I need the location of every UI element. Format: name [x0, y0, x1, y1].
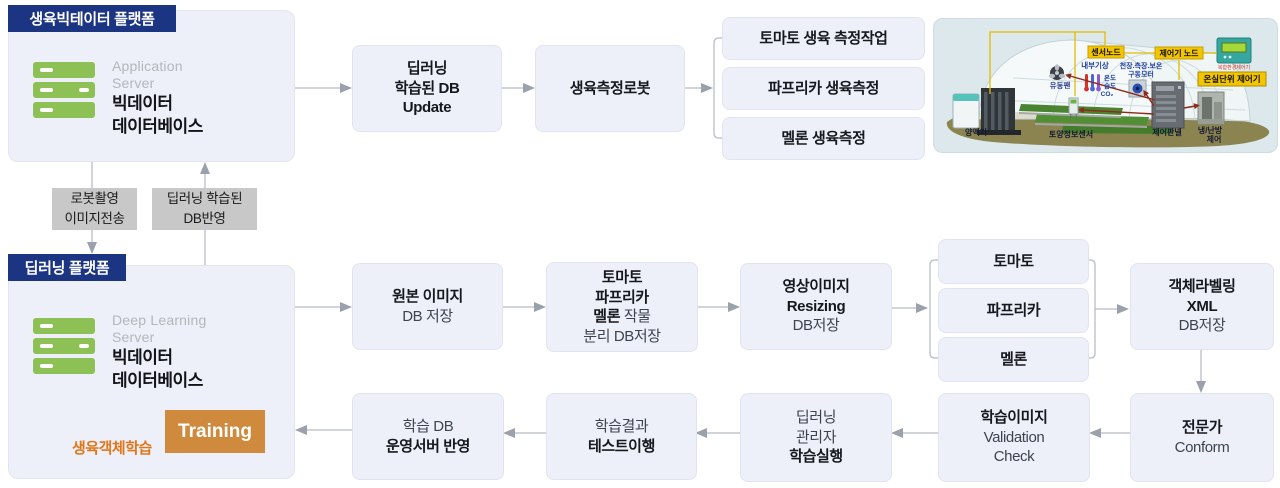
svg-text:구동모터: 구동모터 [1128, 70, 1154, 79]
label-db-reflect: 딥러닝 학습된 DB반영 [152, 188, 257, 230]
nutrient-machine [952, 88, 1021, 135]
sensor-lines [989, 31, 1217, 96]
svg-text:온도: 온도 [1104, 73, 1116, 82]
box-crop-tomato: 토마토 [938, 239, 1089, 284]
box-crop-separate: 토마토 파프리카 멜론 작물 분리 DB저장 [546, 262, 698, 352]
svg-text:복합환경제어기: 복합환경제어기 [1218, 64, 1250, 71]
greenhouse-illustration: 센서노드 제어기 노드 온실단위 제어기 복합환경제어기 내부기상 천장.측장.… [933, 18, 1278, 153]
svg-text:토양정보센서: 토양정보센서 [1049, 129, 1093, 139]
control-panel [1151, 81, 1185, 129]
box-growth-robot: 생육측정로봇 [535, 45, 685, 132]
dl-server-text: Deep Learning Server 빅데이터 데이터베이스 [112, 312, 207, 390]
box-crop-paprika: 파프리카 [938, 288, 1089, 333]
fan-icon [1048, 64, 1066, 80]
svg-text:제어기 노드: 제어기 노드 [1159, 48, 1199, 58]
svg-text:센서노드: 센서노드 [1091, 47, 1121, 57]
box-resizing: 영상이미지 Resizing DB저장 [740, 263, 892, 350]
svg-text:내부기상: 내부기상 [1081, 60, 1109, 70]
svg-text:온실단위 제어기: 온실단위 제어기 [1203, 74, 1260, 84]
panel-arrows [1065, 73, 1200, 115]
svg-text:냉/난방: 냉/난방 [1198, 125, 1223, 135]
box-db-update: 딥러닝 학습된 DB Update [352, 45, 502, 132]
box-validation-check: 학습이미지 Validation Check [938, 393, 1090, 482]
svg-text:제어: 제어 [1207, 134, 1222, 144]
greenhouse-notes: 내부기상 천장.측장.보온 구동모터 유동팬 온도 습도 CO₂ [1050, 60, 1163, 98]
hvac-photo [1197, 91, 1225, 125]
bigdata-platform-badge: 생육빅테이터 플랫폼 [8, 5, 176, 32]
svg-text:양액기: 양액기 [965, 127, 987, 137]
box-test-run: 학습결과 테스트이행 [546, 393, 697, 480]
unit-controller-device [1216, 37, 1252, 64]
box-train-run: 딥러닝 관리자 학습실행 [740, 393, 892, 482]
box-deploy: 학습 DB 운영서버 반영 [352, 393, 504, 480]
box-expert-conform: 전문가 Conform [1130, 393, 1274, 482]
label-robot-upload: 로봇촬영 이미지전송 [52, 188, 137, 230]
svg-text:유동팬: 유동팬 [1050, 80, 1071, 90]
box-origin-image: 원본 이미지 DB 저장 [352, 263, 503, 350]
training-label: 생육객체학습 [72, 440, 152, 457]
app-server-icon [33, 62, 95, 118]
box-task-melon: 멜론 생육측정 [722, 117, 925, 160]
deeplearning-platform-badge: 딥러닝 플랫폼 [8, 254, 126, 281]
box-object-labeling: 객체라벨링 XML DB저장 [1130, 263, 1274, 350]
svg-text:습도: 습도 [1104, 81, 1116, 90]
greenhouse-tags: 센서노드 제어기 노드 온실단위 제어기 복합환경제어기 [1087, 45, 1267, 87]
svg-text:제어판넬: 제어판넬 [1152, 127, 1181, 137]
svg-text:천장.측장.보온: 천장.측장.보온 [1120, 61, 1163, 70]
soil-sensor-device [1068, 97, 1079, 121]
box-crop-melon: 멜론 [938, 337, 1089, 382]
dl-server-icon [33, 318, 95, 374]
motor-device [1128, 79, 1147, 98]
greenhouse-ground-labels: 양액기 토양정보센서 제어판넬 냉/난방 제어 [965, 125, 1223, 144]
box-task-paprika: 파프리카 생육측정 [722, 67, 925, 110]
app-server-text: Application Server 빅데이터 데이터베이스 [112, 58, 203, 136]
box-task-tomato: 토마토 생육 측정작업 [722, 17, 925, 60]
training-box: Training [165, 410, 265, 453]
svg-text:CO₂: CO₂ [1101, 91, 1114, 98]
